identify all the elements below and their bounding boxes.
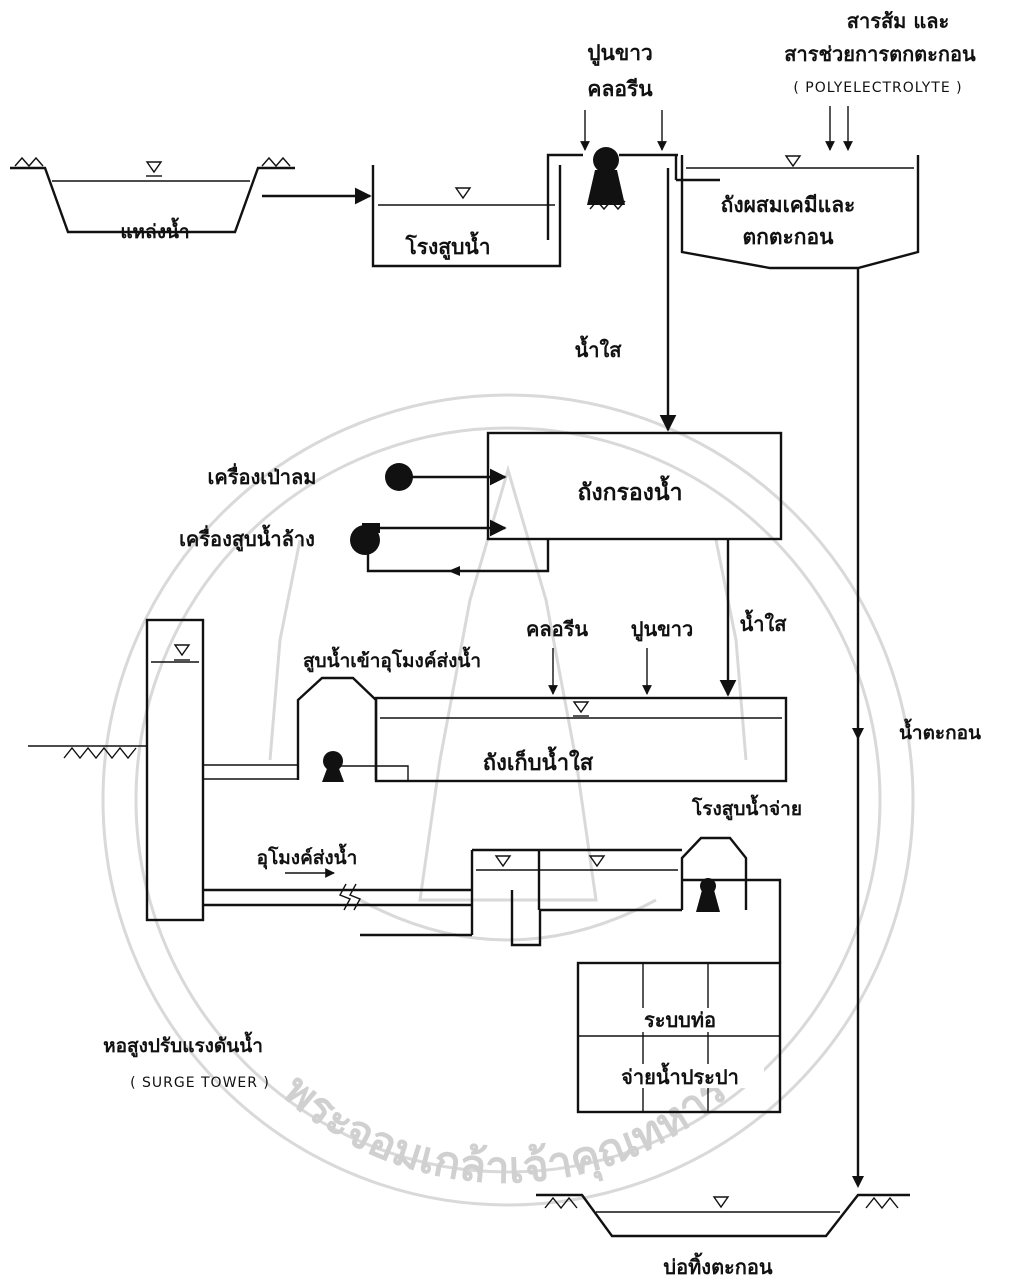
tunnel-label: อุโมงค์ส่งน้ำ	[257, 843, 358, 870]
distribution-tanks	[360, 848, 682, 947]
water-level-icon	[572, 701, 590, 714]
clear-water-tank-label: ถังเก็บน้ำใส	[483, 746, 594, 776]
surge-tower-label-th: หอสูงปรับแรงดันน้ำ	[103, 1031, 263, 1058]
pump-to-tunnel-label: สูบน้ำเข้าอุโมงค์ส่งน้ำ	[303, 646, 481, 673]
backwash-pump-icon	[350, 523, 380, 555]
sediment-pond	[536, 1193, 910, 1238]
water-level-icon	[712, 1196, 730, 1209]
sediment-water-label: น้ำตะกอน	[899, 718, 981, 744]
sediment-pond-arrow	[852, 1176, 864, 1188]
distribution-pump-house	[680, 836, 782, 963]
surge-tower	[145, 618, 205, 922]
chlorine-label-2: คลอรีน	[526, 617, 588, 641]
water-level-icon	[173, 644, 191, 657]
water-source	[10, 156, 295, 234]
lime-label-2: ปูนขาว	[631, 617, 694, 643]
tunnel-pump-house	[203, 676, 378, 780]
pump-icon	[587, 147, 678, 211]
air-blower-label: เครื่องเป่าลม	[208, 462, 317, 489]
water-level-icon	[145, 161, 163, 174]
chlorine-label-top: คลอรีน	[587, 77, 653, 101]
water-source-label: แหล่งน้ำ	[120, 217, 189, 243]
pipe-system-label-1: ระบบท่อ	[644, 1008, 716, 1032]
sediment-pond-label: บ่อทิ้งตะกอน	[663, 1252, 773, 1279]
tunnel-pump-icon	[322, 751, 409, 782]
coagulant-label-1: สารส้ม และ	[847, 9, 949, 33]
polyelectrolyte-label: ( POLYELECTROLYTE )	[793, 80, 962, 96]
water-level-icon	[454, 187, 472, 200]
pipe-filter-drain	[366, 539, 550, 573]
pipe-system-label-2: จ่ายน้ำประปา	[621, 1062, 739, 1089]
backwash-pump-label: เครื่องสูบน้ำล้าง	[179, 524, 315, 553]
surge-tower-label-en: ( SURGE TOWER )	[130, 1075, 270, 1091]
mixing-tank	[674, 155, 920, 270]
tunnel	[203, 883, 472, 911]
pump-station-label: โรงสูบน้ำ	[404, 231, 490, 261]
lime-label-top: ปูนขาว	[587, 41, 653, 67]
clear-water-label-2: น้ำใส	[740, 609, 788, 636]
air-blower-icon	[385, 463, 413, 491]
sediment-flow-arrow	[852, 728, 864, 740]
filter-tank-label: ถังกรองน้ำ	[577, 475, 682, 506]
pump-station-tank	[371, 153, 583, 268]
mixing-tank-label-1: ถังผสมเคมีและ	[721, 193, 856, 217]
distribution-pump-label: โรงสูบน้ำจ่าย	[691, 794, 802, 821]
water-level-icon	[494, 855, 512, 868]
coagulant-label-2: สารช่วยการตกตะกอน	[784, 42, 976, 66]
clear-water-tank	[374, 696, 788, 783]
water-level-icon	[784, 155, 802, 168]
clear-water-label-1: น้ำใส	[575, 335, 623, 362]
mixing-tank-label-2: ตกตะกอน	[743, 225, 835, 249]
water-level-icon	[588, 855, 606, 868]
filter-tank	[486, 431, 783, 541]
